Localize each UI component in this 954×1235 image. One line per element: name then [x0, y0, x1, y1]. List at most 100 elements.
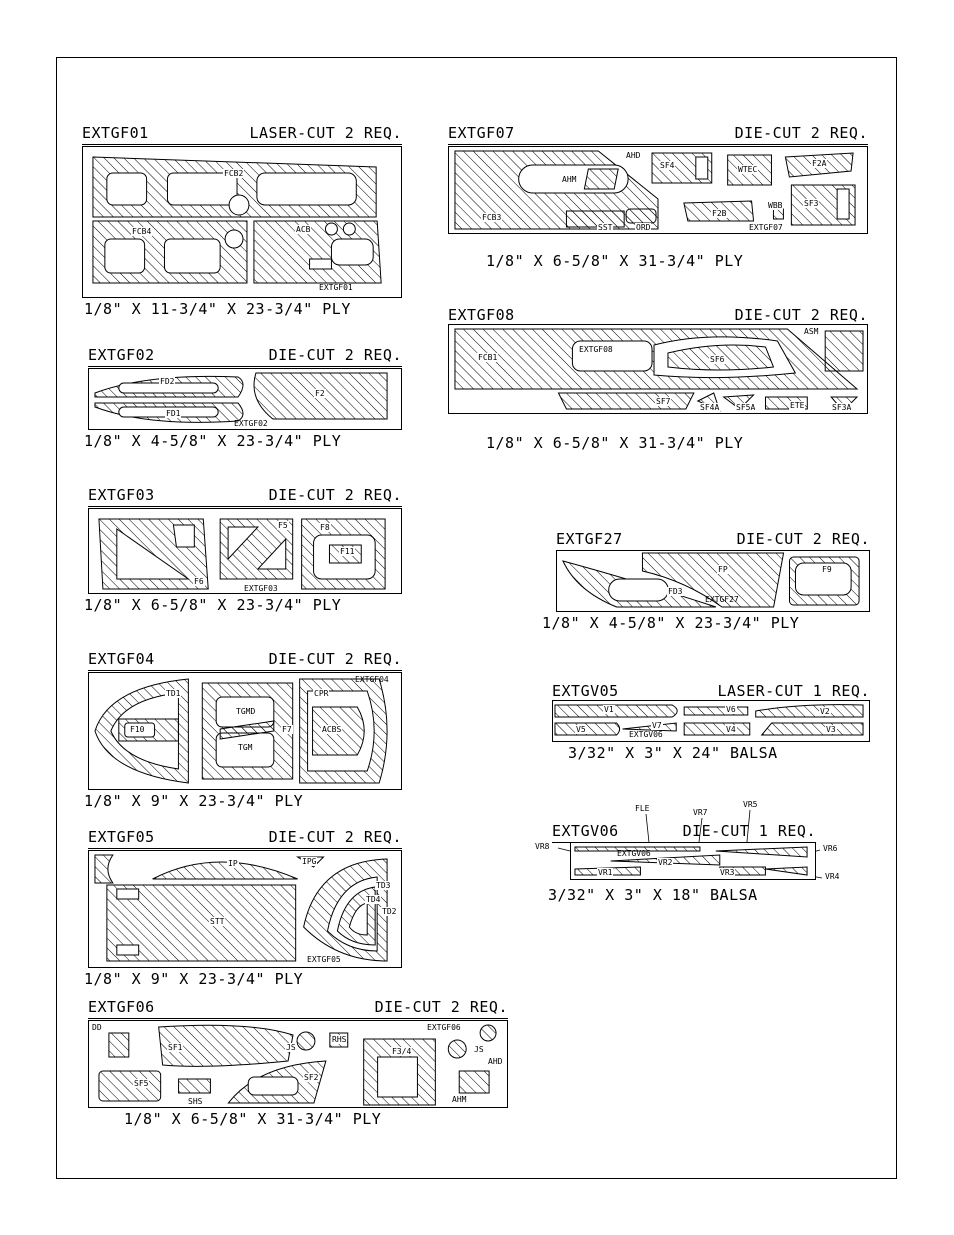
cutout — [695, 156, 709, 180]
part-sst — [565, 210, 625, 228]
part-label: SST — [597, 223, 614, 232]
sheet-name: EXTGF03 — [88, 486, 155, 504]
sheet-id-label: EXTGF07 — [749, 223, 783, 232]
part-label: SHS — [187, 1097, 204, 1106]
part-label: ACB — [295, 225, 312, 234]
part-label: SF4 — [659, 161, 676, 170]
sheet-id-label: EXTGF27 — [705, 595, 739, 604]
part-label: AHM — [451, 1095, 468, 1104]
part-label: TGM — [237, 743, 254, 752]
cutout — [172, 524, 195, 548]
callout-label: VR6 — [822, 844, 839, 853]
part-label: VR1 — [597, 868, 614, 877]
sheet-outline: F5 F8 F11 F6 EXTGF03 — [88, 508, 402, 594]
cutout — [166, 172, 238, 206]
part-label: RHS — [331, 1035, 348, 1044]
part-ahd — [479, 1024, 497, 1042]
cutout — [309, 258, 332, 270]
sheet-name: EXTGF27 — [556, 530, 623, 548]
part-label: SF6 — [709, 355, 726, 364]
cutout — [116, 528, 190, 580]
callout-label: VR4 — [824, 872, 841, 881]
sheet-name: EXTGF01 — [82, 124, 149, 142]
dimension-text: 1/8" X 6-5/8" X 23-3/4" PLY — [84, 596, 342, 614]
sheet-outline: FP F9 FD3 EXTGF27 — [556, 550, 870, 612]
cutout — [342, 222, 356, 236]
sheet-name: EXTGF08 — [448, 306, 515, 324]
sheet-outline: V1 V6 V2 V5 V7 V4 V3 EXTGV06 — [552, 700, 870, 742]
part-shs — [178, 1078, 211, 1094]
sheet-name: EXTGF04 — [88, 650, 155, 668]
callout-label: VR7 — [692, 808, 709, 817]
part-label: ORD — [635, 223, 652, 232]
sheet-name: EXTGF06 — [88, 998, 155, 1016]
cutout — [330, 238, 374, 266]
sheet-outline: FD2 FD1 F2 EXTGF02 — [88, 368, 402, 430]
part-label: V5 — [575, 725, 587, 734]
part-label: DD — [91, 1023, 103, 1032]
cutout — [324, 222, 338, 236]
part-label: FCB3 — [481, 213, 503, 222]
cutout — [247, 1076, 299, 1096]
sheet-outline: FCB2 FCB4 ACB EXTGF01 — [82, 146, 402, 298]
cutout — [794, 562, 852, 596]
part-label: ASM — [803, 327, 820, 336]
sheet-id-label: EXTGF04 — [355, 675, 389, 684]
cutout — [228, 194, 250, 216]
cutout — [227, 526, 260, 561]
dimension-text: 1/8" X 9" X 23-3/4" PLY — [84, 970, 304, 988]
part-label: F2 — [314, 389, 326, 398]
cutout — [224, 229, 244, 249]
part-fle — [574, 846, 701, 852]
part-sf5a — [722, 394, 755, 410]
part-ip — [152, 861, 298, 880]
cutout — [377, 1056, 418, 1098]
part-tgm — [219, 720, 275, 740]
part-label: FCB4 — [131, 227, 153, 236]
sheet-outline: EXTGV06 VR2 VR1 VR3 — [570, 842, 816, 880]
part-label: FCB1 — [477, 353, 499, 362]
part-v5 — [554, 722, 621, 736]
cutout — [608, 578, 669, 602]
part-v3 — [760, 722, 864, 736]
part-v7 — [622, 722, 677, 732]
cutout — [571, 340, 653, 372]
part-label: JS — [473, 1045, 485, 1054]
part-label: SF4A — [699, 403, 721, 412]
part-label: ETE — [789, 401, 806, 410]
callout-label: VR5 — [742, 800, 759, 809]
sheet-id-label: EXTGF08 — [579, 345, 613, 354]
callout-label: VR8 — [534, 842, 551, 851]
part-sf7 — [557, 392, 695, 410]
cut-spec: DIE-CUT 2 REQ. — [268, 486, 402, 504]
part-notch — [94, 854, 114, 884]
cutout — [163, 238, 221, 274]
drawing-frame — [56, 57, 897, 1179]
sheet-header: EXTGF03 DIE-CUT 2 REQ. — [88, 486, 402, 507]
part-ahm — [458, 1070, 490, 1094]
part-vr6 — [715, 846, 808, 858]
part-v1 — [554, 704, 678, 718]
part-v6 — [683, 706, 749, 716]
sheet-header: EXTGF02 DIE-CUT 2 REQ. — [88, 346, 402, 367]
sheet-header: EXTGF05 DIE-CUT 2 REQ. — [88, 828, 402, 849]
sheet-id-label: EXTGF06 — [427, 1023, 461, 1032]
part-label: TD1 — [165, 689, 182, 698]
sheet-header: EXTGF07 DIE-CUT 2 REQ. — [448, 124, 868, 145]
part-label: F6 — [193, 577, 205, 586]
sheet-extgv05: EXTGV05 LASER-CUT 1 REQ. V1 V6 V2 V5 V7 … — [552, 682, 870, 764]
cut-spec: DIE-CUT 2 REQ. — [734, 306, 868, 324]
part-acb — [253, 220, 382, 284]
part-label: F3/4 — [391, 1047, 413, 1056]
sheet-extgf07: EXTGF07 DIE-CUT 2 REQ. AHD AHM SF4 WTEC … — [448, 124, 868, 274]
part-label: WBB — [767, 201, 784, 210]
part-label: SF5 — [133, 1079, 150, 1088]
part-label: WTEC — [737, 165, 759, 174]
sheet-id-label: EXTGF02 — [234, 419, 268, 428]
sheet-name: EXTGV05 — [552, 682, 619, 700]
part-label: FD3 — [667, 587, 684, 596]
sheet-id-label: EXTGF03 — [244, 584, 278, 593]
sheet-header: EXTGF06 DIE-CUT 2 REQ. — [88, 998, 508, 1019]
sheet-id-label: EXTGV06 — [617, 849, 651, 858]
sheet-name: EXTGF02 — [88, 346, 155, 364]
